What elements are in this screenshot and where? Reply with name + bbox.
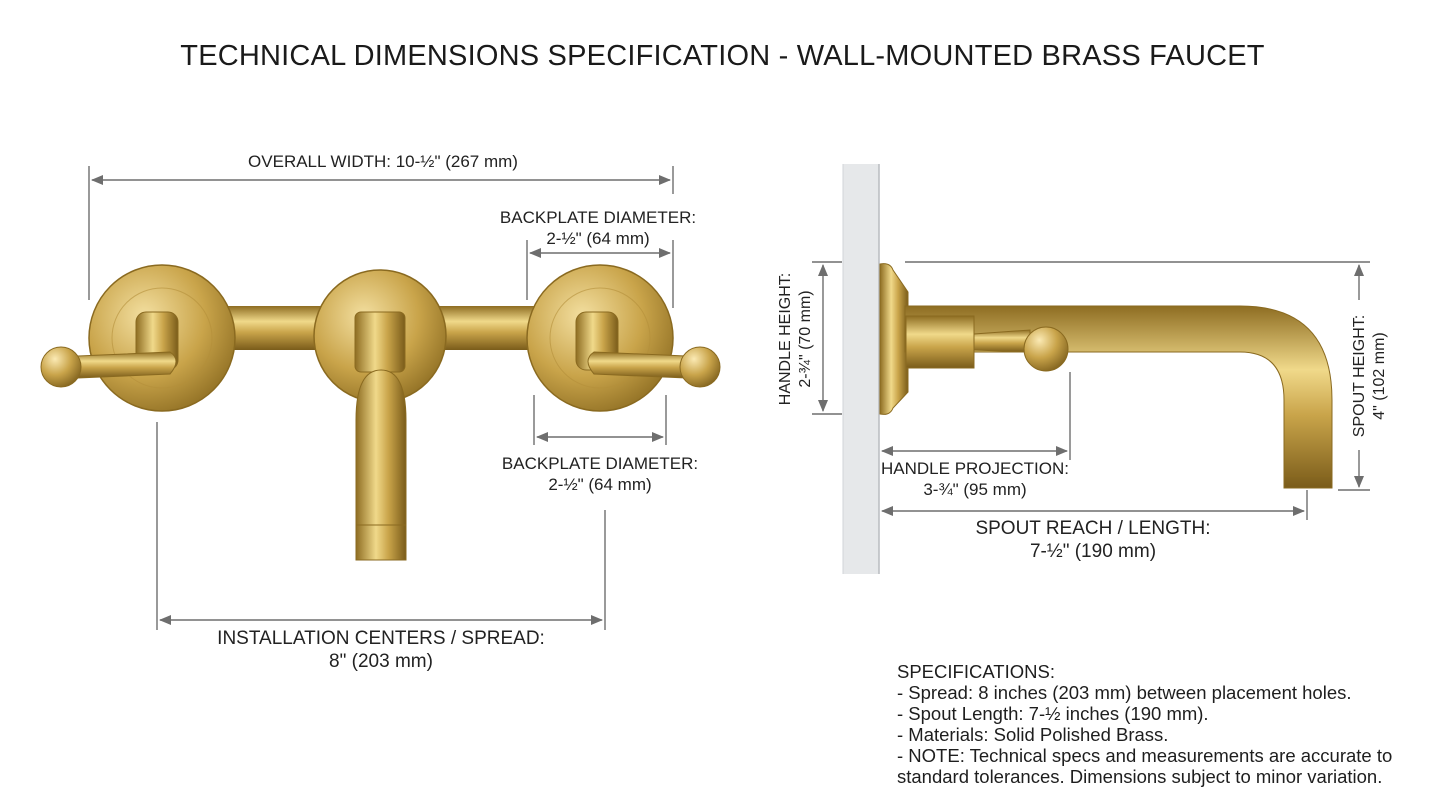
specifications-heading: SPECIFICATIONS: bbox=[897, 661, 1055, 682]
backplate-bottom-label: BACKPLATE DIAMETER: 2-½" (64 mm) bbox=[501, 454, 699, 494]
page-title: TECHNICAL DIMENSIONS SPECIFICATION - WAL… bbox=[180, 40, 1265, 72]
spec-line: - Spread: 8 inches (203 mm) between plac… bbox=[897, 682, 1352, 703]
handle-height-label: HANDLE HEIGHT: 2-¾" (70 mm) bbox=[777, 272, 814, 406]
dim-backplate-bottom bbox=[533, 395, 667, 445]
front-spout bbox=[354, 311, 407, 561]
dim-handle-height bbox=[812, 261, 842, 415]
spec-line: - NOTE: Technical specs and measurements… bbox=[897, 745, 1393, 766]
specifications-block: SPECIFICATIONS: - Spread: 8 inches (203 … bbox=[897, 661, 1437, 787]
dim-installation-centers bbox=[156, 422, 606, 630]
dim-handle-projection bbox=[881, 372, 1071, 460]
installation-centers-label: INSTALLATION CENTERS / SPREAD: 8" (203 m… bbox=[217, 628, 545, 672]
backplate-top-label: BACKPLATE DIAMETER: 2-½" (64 mm) bbox=[499, 208, 697, 248]
spec-line: standard tolerances. Dimensions subject … bbox=[897, 766, 1383, 787]
dim-spout-reach bbox=[881, 490, 1308, 520]
left-handle bbox=[40, 311, 179, 388]
side-backplate bbox=[879, 263, 909, 415]
handle-projection-label: HANDLE PROJECTION: 3-¾" (95 mm) bbox=[881, 459, 1069, 499]
dim-backplate-top bbox=[526, 240, 674, 308]
spout-height-label: SPOUT HEIGHT: 4" (102 mm) bbox=[1351, 314, 1388, 438]
spec-line: - Spout Length: 7-½ inches (190 mm). bbox=[897, 703, 1209, 724]
spout-reach-label: SPOUT REACH / LENGTH: 7-½" (190 mm) bbox=[975, 518, 1211, 562]
right-handle bbox=[575, 311, 721, 388]
spec-line: - Materials: Solid Polished Brass. bbox=[897, 724, 1169, 745]
side-view bbox=[812, 164, 1370, 574]
front-view bbox=[40, 166, 721, 630]
side-handle bbox=[973, 326, 1069, 372]
wall bbox=[843, 164, 879, 574]
overall-width-label: OVERALL WIDTH: 10-½" (267 mm) bbox=[248, 152, 518, 171]
dim-overall-width bbox=[88, 166, 674, 300]
dim-spout-height bbox=[905, 261, 1370, 491]
